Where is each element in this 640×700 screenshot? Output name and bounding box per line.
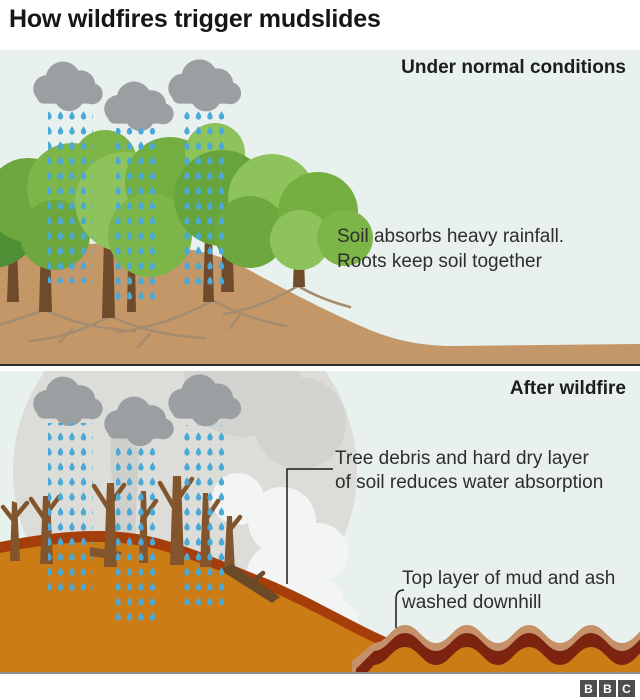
bbc-logo-block: C [618,680,635,697]
caption-line: Roots keep soil together [337,251,542,272]
illustration-after-wildfire [0,371,640,672]
annotation-line: of soil reduces water absorption [335,472,604,493]
fallen-tree [220,564,280,603]
burnt-trees [0,476,280,603]
page-title: How wildfires trigger mudslides [9,5,381,33]
annotation-line: Tree debris and hard dry layer [335,448,589,469]
panel-normal-conditions: Under normal conditions Soil absorbs hea… [0,50,640,366]
bbc-logo-block: B [599,680,616,697]
rain-columns [48,423,228,625]
leader-lines [286,468,405,628]
annotation-mud: Top layer of mud and ash washed downhill [402,567,615,615]
bbc-logo: B B C [580,680,635,697]
roots [0,284,352,349]
annotation-line: washed downhill [402,592,542,613]
caption-line: Soil absorbs heavy rainfall. [337,226,565,247]
rain-columns [48,108,228,304]
annotation-line: Top layer of mud and ash [402,568,616,589]
caption-normal: Soil absorbs heavy rainfall. Roots keep … [337,224,564,274]
panel-after-wildfire: After wildfire Tree debris and hard dry … [0,371,640,674]
illustration-normal-conditions [0,59,640,364]
mud-waves [352,625,640,672]
leader-line-debris [286,468,333,584]
annotation-debris: Tree debris and hard dry layer of soil r… [335,447,603,495]
panel-heading-wildfire: After wildfire [509,378,626,399]
fallen-log [90,547,122,560]
panel-heading-normal: Under normal conditions [401,57,626,78]
bbc-logo-block: B [580,680,597,697]
leader-line-mud [395,589,405,628]
